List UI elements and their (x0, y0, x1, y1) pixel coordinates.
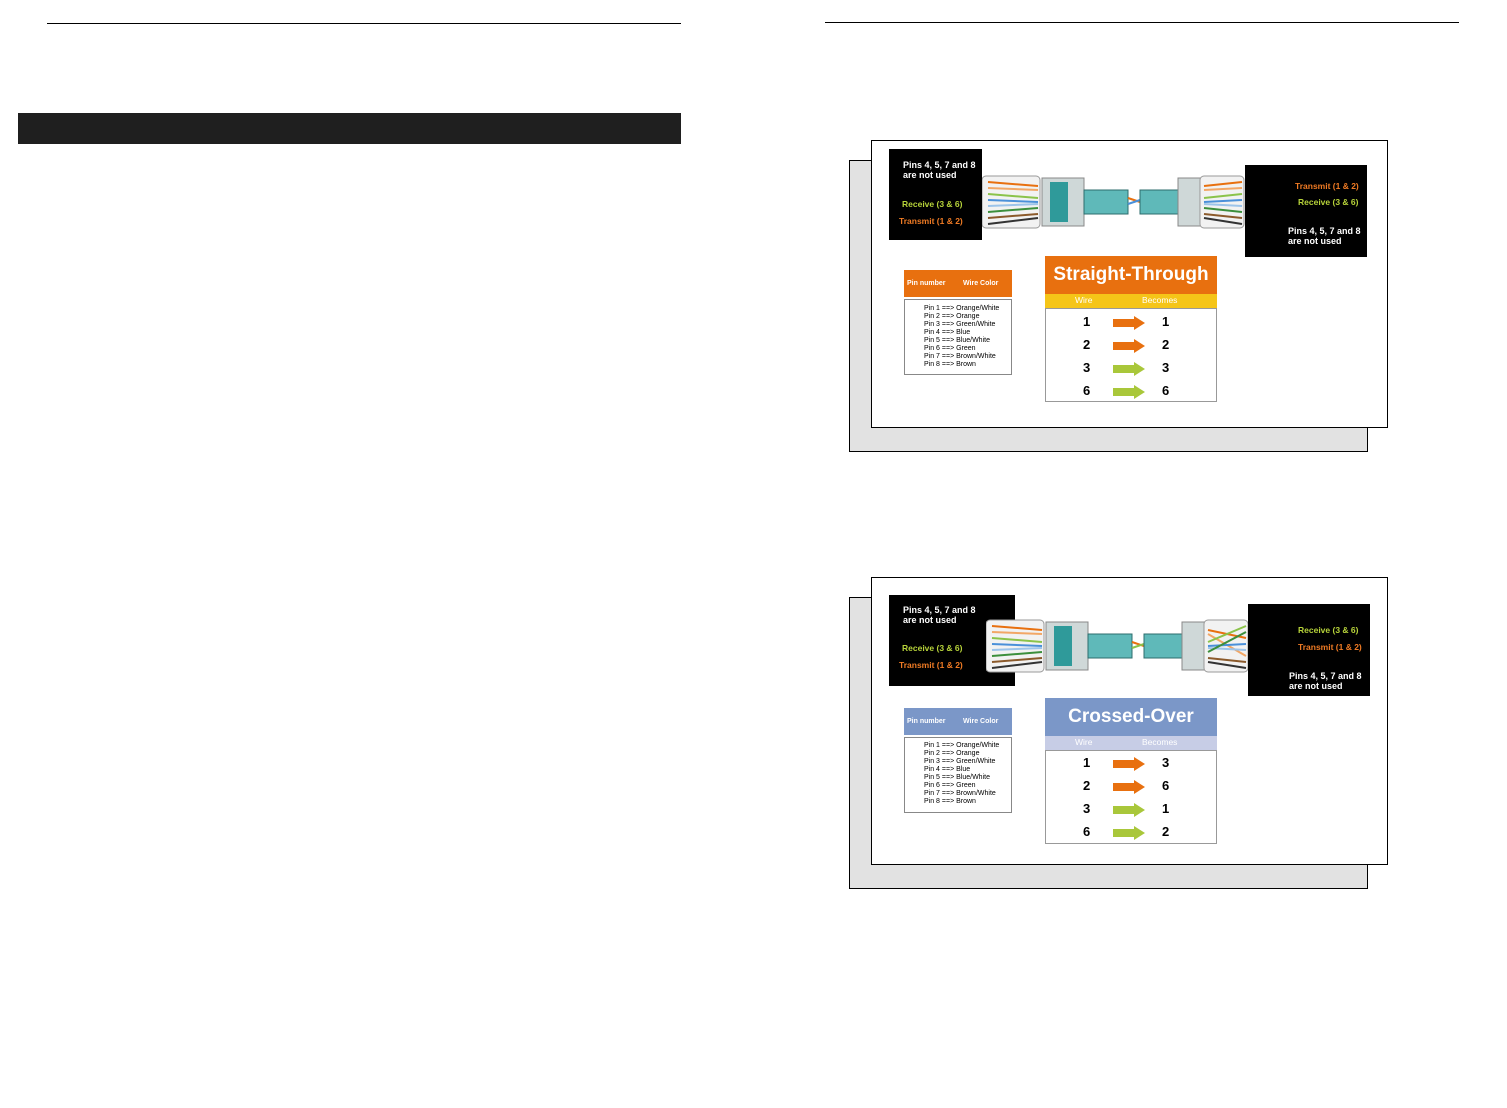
straight-cable-illustration (982, 175, 1245, 229)
pin-entry: Pin 6 ==> Green (924, 782, 976, 789)
mapping-rows: 1 1 2 2 3 3 6 6 (1045, 308, 1217, 402)
left-receive-label: Receive (3 & 6) (902, 643, 963, 653)
arrow-right-icon (1113, 780, 1145, 794)
becomes-column-header: Becomes (1142, 737, 1178, 747)
wire-number: 6 (1083, 383, 1091, 398)
left-unused-pins-text: Pins 4, 5, 7 and 8 are not used (903, 605, 976, 625)
pin-number-header: Pin number (907, 718, 946, 725)
mapping-rows: 1 3 2 6 3 1 6 2 (1045, 750, 1217, 844)
becomes-number: 1 (1162, 801, 1170, 816)
arrow-right-icon (1113, 803, 1145, 817)
becomes-number: 2 (1162, 824, 1170, 839)
pin-entry: Pin 6 ==> Green (924, 345, 976, 352)
becomes-number: 6 (1162, 778, 1170, 793)
wire-column-header: Wire (1075, 737, 1093, 747)
right-unused-pins-text: Pins 4, 5, 7 and 8 are not used (1289, 671, 1362, 691)
wire-column-header: Wire (1075, 295, 1093, 305)
mapping-row: 6 2 (1046, 821, 1216, 844)
wire-number: 1 (1083, 755, 1091, 770)
pin-entry: Pin 7 ==> Brown/White (924, 790, 996, 797)
becomes-number: 6 (1162, 383, 1170, 398)
arrow-right-icon (1113, 757, 1145, 771)
left-pin-label-box: Pins 4, 5, 7 and 8 are not used Receive … (889, 149, 982, 240)
pin-color-list: Pin 1 ==> Orange/White Pin 2 ==> Orange … (904, 299, 1012, 375)
mapping-row: 1 1 (1046, 311, 1216, 334)
mapping-title: Straight-Through (1045, 256, 1217, 294)
pin-color-list: Pin 1 ==> Orange/White Pin 2 ==> Orange … (904, 737, 1012, 813)
arrow-right-icon (1113, 826, 1145, 840)
wire-number: 1 (1083, 314, 1091, 329)
mapping-row: 3 1 (1046, 798, 1216, 821)
becomes-number: 1 (1162, 314, 1170, 329)
right-receive-label: Receive (3 & 6) (1298, 197, 1359, 207)
wire-number: 3 (1083, 360, 1091, 375)
section-header-bar (18, 113, 681, 144)
right-pin-label-box: Transmit (1 & 2) Receive (3 & 6) Pins 4,… (1245, 165, 1367, 257)
left-page-top-rule (47, 23, 681, 24)
left-receive-label: Receive (3 & 6) (902, 199, 963, 209)
pin-entry: Pin 5 ==> Blue/White (924, 774, 990, 781)
pin-entry: Pin 8 ==> Brown (924, 798, 976, 805)
crossed-cable-illustration (986, 619, 1249, 673)
pin-number-header: Pin number (907, 280, 946, 287)
right-pin-label-box: Receive (3 & 6) Transmit (1 & 2) Pins 4,… (1248, 604, 1370, 696)
wire-color-header: Wire Color (963, 280, 999, 287)
right-transmit-label: Transmit (1 & 2) (1295, 181, 1359, 191)
pin-entry: Pin 2 ==> Orange (924, 750, 980, 757)
pin-table-header: Pin number Wire Color (904, 708, 1012, 735)
pin-entry: Pin 4 ==> Blue (924, 329, 971, 336)
arrow-right-icon (1113, 362, 1145, 376)
mapping-row: 2 2 (1046, 334, 1216, 357)
right-connector-wires (1203, 181, 1243, 225)
wire-number: 3 (1083, 801, 1091, 816)
wire-color-header: Wire Color (963, 718, 999, 725)
pin-entry: Pin 4 ==> Blue (924, 766, 971, 773)
wire-number: 2 (1083, 778, 1091, 793)
pin-entry: Pin 3 ==> Green/White (924, 758, 996, 765)
right-page-top-rule (825, 22, 1459, 23)
becomes-number: 2 (1162, 337, 1170, 352)
right-connector-wires (1207, 625, 1247, 669)
mapping-row: 1 3 (1046, 752, 1216, 775)
left-connector-wires (991, 625, 1043, 669)
right-receive-label: Receive (3 & 6) (1298, 625, 1359, 635)
becomes-column-header: Becomes (1142, 295, 1178, 305)
becomes-number: 3 (1162, 360, 1170, 375)
left-transmit-label: Transmit (1 & 2) (899, 216, 963, 226)
wire-number: 6 (1083, 824, 1091, 839)
mapping-title: Crossed-Over (1045, 698, 1217, 736)
right-transmit-label: Transmit (1 & 2) (1298, 642, 1362, 652)
left-unused-pins-text: Pins 4, 5, 7 and 8 are not used (903, 160, 976, 180)
pin-entry: Pin 5 ==> Blue/White (924, 337, 990, 344)
mapping-subheader: Wire Becomes (1045, 294, 1217, 308)
pin-entry: Pin 7 ==> Brown/White (924, 353, 996, 360)
left-transmit-label: Transmit (1 & 2) (899, 660, 963, 670)
arrow-right-icon (1113, 385, 1145, 399)
pin-entry: Pin 2 ==> Orange (924, 313, 980, 320)
becomes-number: 3 (1162, 755, 1170, 770)
right-unused-pins-text: Pins 4, 5, 7 and 8 are not used (1288, 226, 1361, 246)
left-connector-wires (987, 181, 1039, 225)
pin-table-header: Pin number Wire Color (904, 270, 1012, 297)
wire-number: 2 (1083, 337, 1091, 352)
mapping-subheader: Wire Becomes (1045, 736, 1217, 750)
pin-entry: Pin 1 ==> Orange/White (924, 305, 1000, 312)
pin-entry: Pin 8 ==> Brown (924, 361, 976, 368)
pin-entry: Pin 1 ==> Orange/White (924, 742, 1000, 749)
mapping-row: 2 6 (1046, 775, 1216, 798)
mapping-row: 6 6 (1046, 380, 1216, 403)
arrow-right-icon (1113, 339, 1145, 353)
arrow-right-icon (1113, 316, 1145, 330)
pin-entry: Pin 3 ==> Green/White (924, 321, 996, 328)
mapping-row: 3 3 (1046, 357, 1216, 380)
